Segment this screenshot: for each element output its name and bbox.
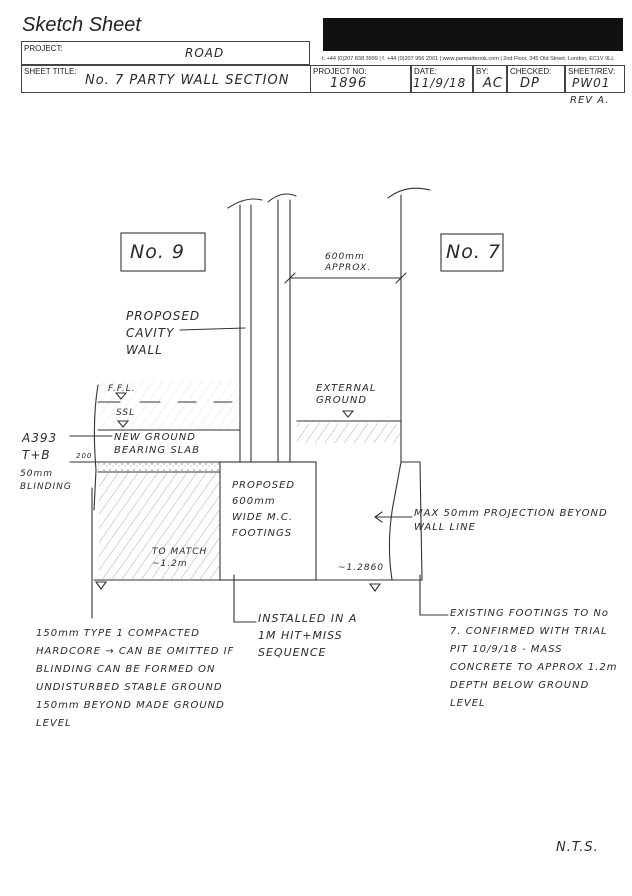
checked-value: DP bbox=[520, 76, 540, 91]
rev-note: REV A. bbox=[570, 95, 610, 106]
external-ground-label: EXTERNAL GROUND bbox=[316, 383, 377, 406]
ffl-label: F.F.L. bbox=[108, 384, 136, 394]
scale-label: N.T.S. bbox=[556, 840, 599, 855]
existing-footings-label: EXISTING FOOTINGS TO No 7. CONFIRMED WIT… bbox=[450, 608, 618, 709]
redacted-logo-block bbox=[323, 18, 623, 51]
proposed-footings-label: PROPOSED 600mm WIDE M.C. FOOTINGS bbox=[232, 480, 296, 539]
by-label: BY: bbox=[476, 67, 489, 76]
checked-cell bbox=[507, 65, 565, 93]
installed-label: INSTALLED IN A 1M HIT+MISS SEQUENCE bbox=[258, 612, 358, 659]
depth-right-label: ~1.2860 bbox=[338, 563, 385, 573]
sheet-title-value: No. 7 PARTY WALL SECTION bbox=[85, 73, 290, 88]
date-value: 11/9/18 bbox=[413, 76, 467, 90]
project-no-label: PROJECT NO: bbox=[313, 67, 367, 76]
by-value: AC bbox=[483, 76, 503, 91]
project-label: PROJECT: bbox=[24, 44, 63, 53]
project-no-value: 1896 bbox=[330, 76, 368, 91]
label-no7: No. 7 bbox=[446, 241, 502, 263]
cavity-wall-label: PROPOSED CAVITY WALL bbox=[126, 309, 201, 357]
ssl-label: SSL bbox=[116, 408, 136, 418]
blinding-label: 50mm BLINDING bbox=[20, 469, 72, 492]
to-match-label: TO MATCH ~1.2m bbox=[152, 547, 208, 569]
sheet-rev-cell bbox=[565, 65, 625, 93]
max-projection-label: MAX 50mm PROJECTION BEYOND WALL LINE bbox=[414, 508, 608, 533]
sheet-title-label: SHEET TITLE: bbox=[24, 67, 77, 76]
slab-dim-label: 200 bbox=[76, 452, 93, 460]
sheet-rev-value: PW01 bbox=[572, 76, 611, 90]
hardcore-note: 150mm TYPE 1 COMPACTED HARDCORE → CAN BE… bbox=[36, 628, 235, 729]
dim-600-label: 600mm APPROX. bbox=[325, 252, 372, 273]
new-slab-label: NEW GROUND BEARING SLAB bbox=[114, 432, 200, 456]
mesh-label: A393 T+B bbox=[22, 431, 58, 462]
project-value: ROAD bbox=[185, 46, 225, 60]
sheet-title: Sketch Sheet bbox=[22, 14, 141, 36]
by-cell bbox=[473, 65, 507, 93]
box-no9 bbox=[120, 232, 206, 272]
checked-label: CHECKED: bbox=[510, 67, 552, 76]
sheet-rev-label: SHEET/REV: bbox=[568, 67, 616, 76]
date-cell bbox=[411, 65, 473, 93]
project-row bbox=[21, 41, 310, 65]
label-no9: No. 9 bbox=[130, 241, 186, 263]
project-no-cell bbox=[310, 65, 411, 93]
box-no7 bbox=[440, 233, 504, 272]
contact-line: t. +44 (0)207 838 3999 | f. +44 (0)207 9… bbox=[322, 56, 615, 62]
date-label: DATE: bbox=[414, 67, 437, 76]
